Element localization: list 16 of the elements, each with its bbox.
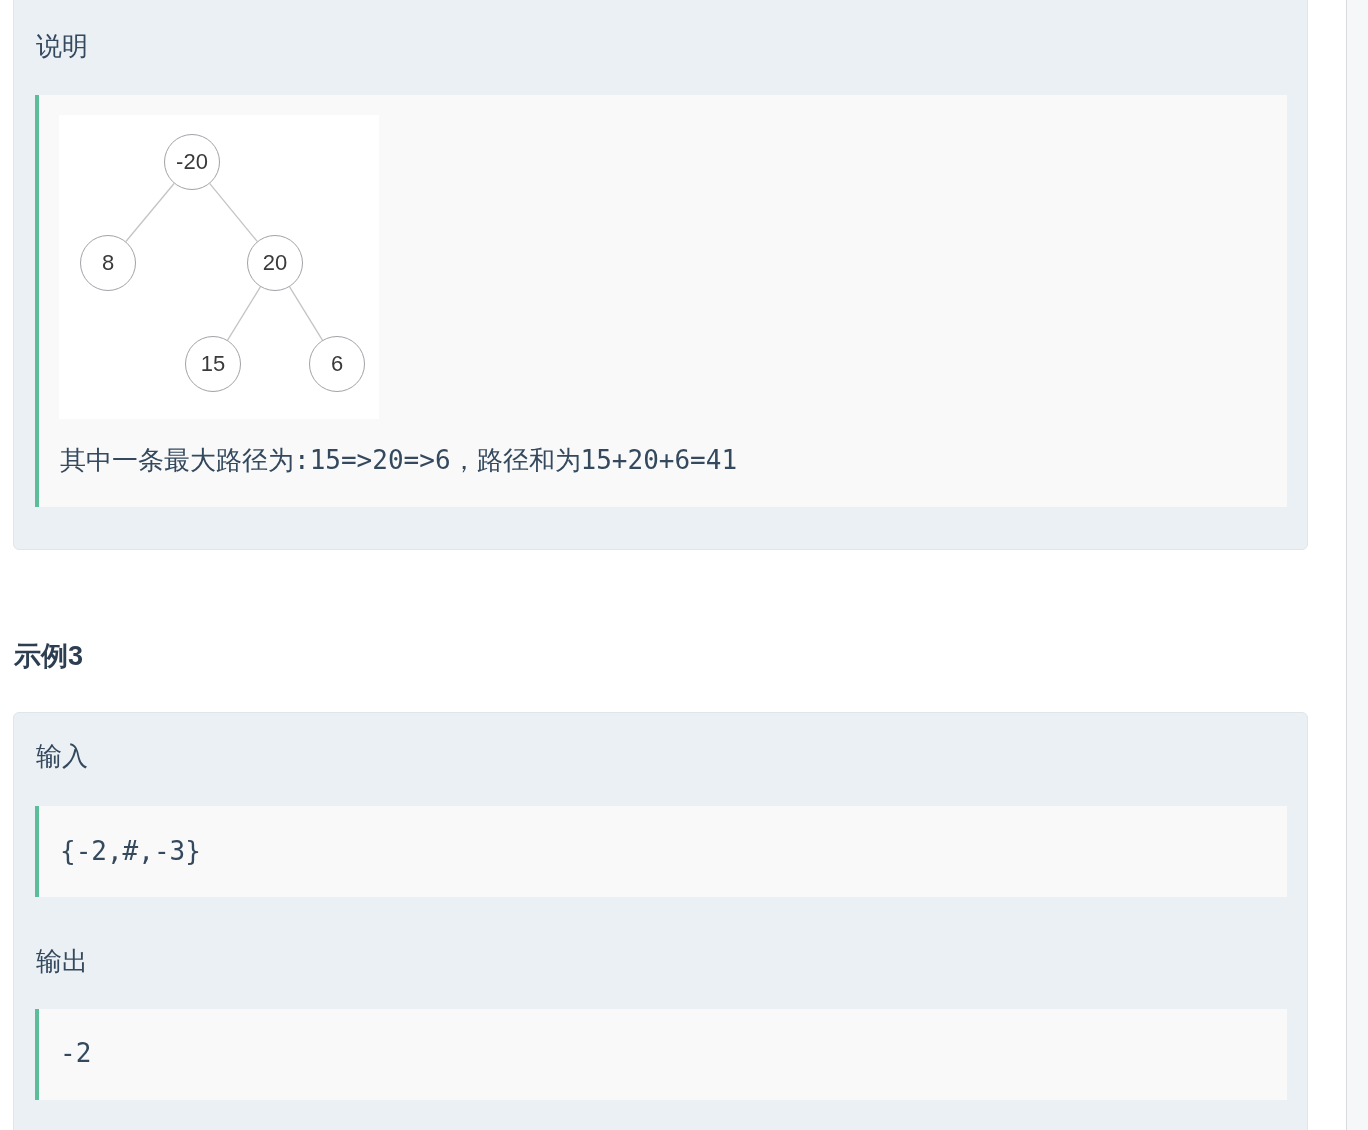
circle-node: 8 bbox=[80, 235, 136, 291]
circle-node: -20 bbox=[164, 134, 220, 190]
code-text: -2 bbox=[60, 1038, 92, 1070]
circle-node: 20 bbox=[247, 235, 303, 291]
circle-node: 15 bbox=[185, 336, 241, 392]
explanation-text: 其中一条最大路径为:15=>20=>6，路径和为15+20+6=41 bbox=[60, 445, 738, 477]
panel-heading: 输入 bbox=[36, 741, 88, 773]
section-heading: 示例3 bbox=[14, 639, 84, 673]
code-text: {-2,#,-3} bbox=[60, 836, 201, 868]
connector-line bbox=[226, 286, 262, 341]
connector-line bbox=[125, 182, 175, 243]
connector-line bbox=[288, 286, 324, 341]
panel-heading: 说明 bbox=[36, 31, 88, 63]
circle-node: 6 bbox=[309, 336, 365, 392]
panel-heading: 输出 bbox=[36, 946, 88, 978]
connector-line bbox=[209, 182, 258, 243]
